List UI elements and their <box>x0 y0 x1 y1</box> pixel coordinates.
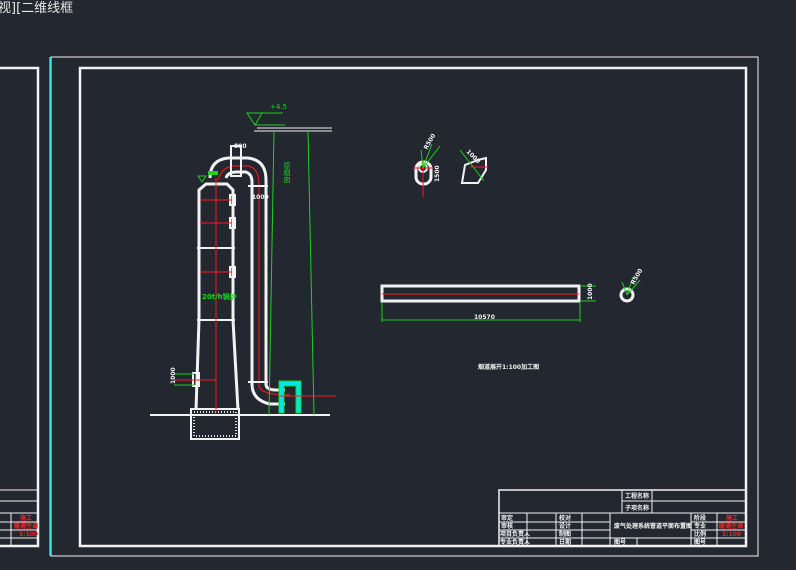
chimney-label: 原烟囱 <box>283 162 291 184</box>
drawing-title: 废气处理系统管道平面布置图 <box>614 522 692 530</box>
stage-value: 施工 <box>726 514 738 522</box>
duct-length-dimension: 10570 <box>474 314 495 321</box>
drawing-caption: 烟道展开1:100加工图 <box>478 363 539 371</box>
flange-dim: 1500 <box>434 165 441 182</box>
drawing-frame <box>78 66 748 548</box>
flange-dim: R500 <box>423 133 438 151</box>
drafter-label: 制图 <box>559 530 571 538</box>
scale-value: 1:100 <box>722 531 741 538</box>
reviewer-label: 审核 <box>501 522 513 530</box>
stage-label: 阶段 <box>694 514 706 522</box>
flange-detail-2[interactable]: 1000 <box>459 148 488 184</box>
approver-label: 审定 <box>501 514 513 522</box>
left-stage-value: 施工 <box>20 514 32 522</box>
subitem-name-label: 子项名称 <box>625 504 649 512</box>
inlet-dimension: 1000 <box>170 367 177 384</box>
project-name-label: 工程名称 <box>625 492 649 500</box>
boiler-label: 20t/h锅炉 <box>202 292 237 301</box>
designer-label: 设计 <box>559 522 571 530</box>
duct-height-dimension: 1000 <box>587 283 594 300</box>
left-scale-value: 1:100 <box>19 531 38 538</box>
elbow-dimension: 1000 <box>252 194 269 201</box>
top-dimension: 800 <box>234 143 247 150</box>
left-sheet-frame <box>0 66 40 548</box>
drawing-number-label: 图号 <box>694 538 706 546</box>
duct-development[interactable]: 10570 1000 烟道展开1:100加工图 <box>380 283 596 371</box>
project-lead-label: 项目负责人 <box>500 530 531 538</box>
discipline-lead-label: 专业负责人 <box>500 538 531 546</box>
left-discipline-value: 暖通空调 <box>14 522 38 530</box>
discipline-label: 专业 <box>694 522 706 530</box>
sheet-number-label: 图号 <box>614 538 626 546</box>
flange-detail-1[interactable]: R500 1500 <box>413 133 441 197</box>
checker-label: 校对 <box>559 514 571 522</box>
scrubber-tower[interactable]: +4.5 原烟囱 20t/h锅炉 800 1000 1000 <box>150 103 336 440</box>
left-sheet-title-block: 施工 暖通空调 1:100 <box>0 489 38 546</box>
date-label: 日期 <box>559 538 571 546</box>
elevation-mark: +4.5 <box>270 103 287 111</box>
flange-detail-3[interactable]: R500 <box>619 268 645 303</box>
title-block: 工程名称 子项名称 审定 审核 项目负责人 专业负责人 校对 设计 制图 日期 … <box>498 489 747 547</box>
discipline-value: 暖通空调 <box>719 522 743 530</box>
paper-boundary <box>50 56 759 557</box>
flange-dim: R500 <box>630 268 645 286</box>
viewport-controls-label[interactable]: 视][二维线框 <box>0 1 74 16</box>
scale-label: 比例 <box>694 530 706 538</box>
foundation <box>190 408 240 440</box>
